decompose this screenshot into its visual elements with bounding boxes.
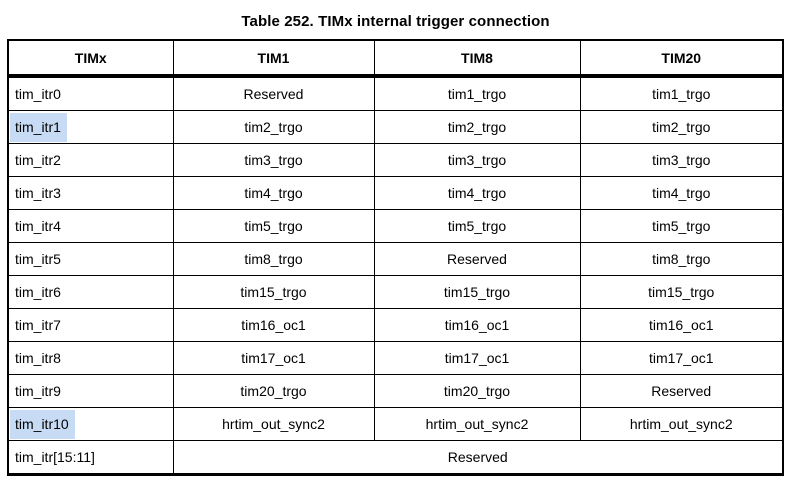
- row-label: tim_itr8: [7, 341, 174, 375]
- cell-tim8: tim2_trgo: [373, 110, 581, 144]
- cell-tim20: Reserved: [579, 374, 784, 408]
- cell-tim8: tim1_trgo: [373, 75, 581, 111]
- row-label: tim_itr6: [7, 275, 174, 309]
- cell-tim1: tim2_trgo: [172, 110, 375, 144]
- cell-tim20: tim2_trgo: [579, 110, 784, 144]
- cell-tim20: tim4_trgo: [579, 176, 784, 210]
- table-row: tim_itr0 Reserved tim1_trgo tim1_trgo: [7, 75, 784, 111]
- table-header-row: TIMx TIM1 TIM8 TIM20: [7, 39, 784, 78]
- row-label: tim_itr5: [7, 242, 174, 276]
- row-label: tim_itr9: [7, 374, 174, 408]
- cell-tim1: tim3_trgo: [172, 143, 375, 177]
- row-label: tim_itr7: [7, 308, 174, 342]
- highlighted-text: tim_itr1: [10, 113, 67, 142]
- table-row: tim_itr6 tim15_trgo tim15_trgo tim15_trg…: [7, 275, 784, 309]
- cell-tim1: tim15_trgo: [172, 275, 375, 309]
- cell-tim20: tim8_trgo: [579, 242, 784, 276]
- cell-tim8: tim20_trgo: [373, 374, 581, 408]
- row-label: tim_itr[15:11]: [7, 440, 174, 475]
- cell-tim20: tim5_trgo: [579, 209, 784, 243]
- cell-tim8: hrtim_out_sync2: [373, 407, 581, 441]
- highlighted-text: tim_itr10: [10, 410, 75, 439]
- cell-reserved-span: Reserved: [172, 440, 784, 475]
- cell-tim1: tim5_trgo: [172, 209, 375, 243]
- row-label: tim_itr2: [7, 143, 174, 177]
- cell-tim8: tim16_oc1: [373, 308, 581, 342]
- row-label: tim_itr10: [7, 407, 174, 441]
- cell-tim8: tim4_trgo: [373, 176, 581, 210]
- column-header-tim20: TIM20: [579, 39, 784, 78]
- cell-tim8: tim17_oc1: [373, 341, 581, 375]
- column-header-timx: TIMx: [7, 39, 174, 78]
- cell-tim1: tim17_oc1: [172, 341, 375, 375]
- table-row: tim_itr4 tim5_trgo tim5_trgo tim5_trgo: [7, 209, 784, 243]
- cell-tim8: tim5_trgo: [373, 209, 581, 243]
- cell-tim8: tim15_trgo: [373, 275, 581, 309]
- cell-tim1: tim8_trgo: [172, 242, 375, 276]
- table-title: Table 252. TIMx internal trigger connect…: [241, 13, 550, 30]
- cell-tim20: hrtim_out_sync2: [579, 407, 784, 441]
- table-row: tim_itr8 tim17_oc1 tim17_oc1 tim17_oc1: [7, 341, 784, 375]
- table-row: tim_itr2 tim3_trgo tim3_trgo tim3_trgo: [7, 143, 784, 177]
- cell-tim20: tim3_trgo: [579, 143, 784, 177]
- table-row: tim_itr[15:11] Reserved: [7, 440, 784, 475]
- row-label: tim_itr1: [7, 110, 174, 144]
- cell-tim8: tim3_trgo: [373, 143, 581, 177]
- table-row: tim_itr1 tim2_trgo tim2_trgo tim2_trgo: [7, 110, 784, 144]
- table-row: tim_itr5 tim8_trgo Reserved tim8_trgo: [7, 242, 784, 276]
- row-label: tim_itr3: [7, 176, 174, 210]
- cell-tim20: tim1_trgo: [579, 75, 784, 111]
- table-row: tim_itr7 tim16_oc1 tim16_oc1 tim16_oc1: [7, 308, 784, 342]
- row-label: tim_itr0: [7, 75, 174, 111]
- cell-tim8: Reserved: [373, 242, 581, 276]
- table-row: tim_itr3 tim4_trgo tim4_trgo tim4_trgo: [7, 176, 784, 210]
- cell-tim1: hrtim_out_sync2: [172, 407, 375, 441]
- column-header-tim8: TIM8: [373, 39, 581, 78]
- cell-tim1: tim4_trgo: [172, 176, 375, 210]
- cell-tim20: tim17_oc1: [579, 341, 784, 375]
- table-row: tim_itr9 tim20_trgo tim20_trgo Reserved: [7, 374, 784, 408]
- cell-tim20: tim15_trgo: [579, 275, 784, 309]
- table-row: tim_itr10 hrtim_out_sync2 hrtim_out_sync…: [7, 407, 784, 441]
- row-label: tim_itr4: [7, 209, 174, 243]
- cell-tim1: tim20_trgo: [172, 374, 375, 408]
- cell-tim1: Reserved: [172, 75, 375, 111]
- cell-tim20: tim16_oc1: [579, 308, 784, 342]
- column-header-tim1: TIM1: [172, 39, 375, 78]
- timx-trigger-connection-table: TIMx TIM1 TIM8 TIM20 tim_itr0 Reserved t…: [7, 39, 784, 476]
- cell-tim1: tim16_oc1: [172, 308, 375, 342]
